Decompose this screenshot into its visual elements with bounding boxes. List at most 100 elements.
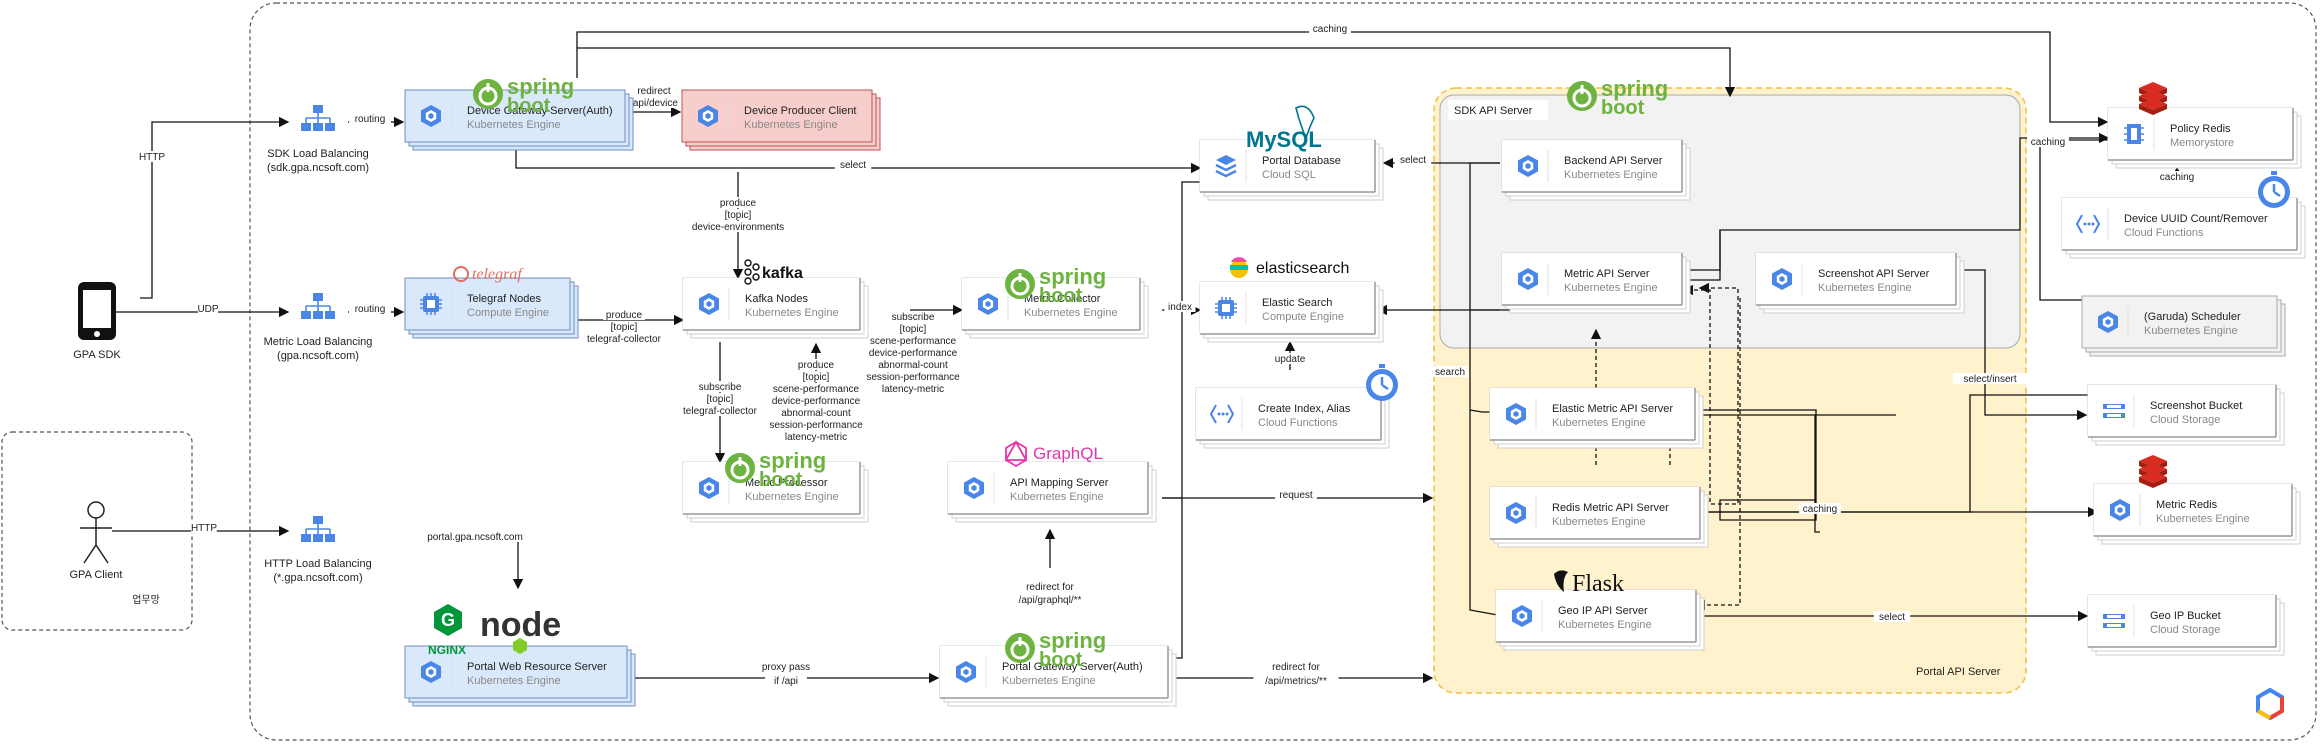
node-title: Telegraf Nodes (467, 293, 541, 305)
graphql-logo: GraphQL (1004, 440, 1103, 468)
edge-label: routing (355, 114, 386, 125)
edge-label: abnormal-count (878, 360, 948, 371)
svg-text:node: node (480, 606, 561, 644)
connector-38 (2039, 139, 2108, 301)
edge-label: select (1400, 155, 1426, 166)
node-subtitle: Kubernetes Engine (2156, 513, 2250, 525)
svg-text:spring: spring (759, 448, 826, 473)
node-subtitle: Kubernetes Engine (1564, 169, 1658, 181)
edge-label: redirect (637, 86, 671, 97)
edge-label: produce (720, 198, 757, 209)
node-subtitle: Memorystore (2170, 137, 2234, 149)
node-subtitle: Kubernetes Engine (744, 119, 838, 131)
connector-21 (1172, 498, 1183, 659)
connector-18 (1162, 181, 1200, 499)
edge-label: produce (606, 310, 643, 321)
nodejs-logo: node (480, 606, 561, 654)
edge-label: portal.gpa.ncsoft.com (427, 532, 523, 543)
user-icon (80, 501, 112, 564)
gpa-client-label: GPA Client (70, 569, 123, 581)
node-title: Create Index, Alias (1258, 403, 1351, 415)
edge-label: [topic] (611, 322, 638, 333)
edge-label: if /api (774, 676, 798, 687)
cloud-boundary (249, 2, 2317, 741)
connector-41 (1698, 282, 1739, 505)
edge-label: [topic] (707, 394, 734, 405)
node-subtitle: Cloud Storage (2150, 414, 2220, 426)
node-subtitle: Kubernetes Engine (1024, 307, 1118, 319)
scheduler-icon-uuid (2256, 169, 2292, 210)
node-title: Redis Metric API Server (1552, 502, 1669, 514)
mysql-logo: MySQL (1246, 105, 1322, 152)
edge-label: HTTP (191, 523, 217, 534)
svg-text:Flask: Flask (1572, 571, 1624, 597)
http-load-balancer-icon (300, 515, 336, 543)
sdk-lb-title: SDK Load Balancing (267, 148, 369, 160)
office-network-label: 업무망 (132, 593, 160, 606)
connector-42 (1694, 298, 1741, 611)
edge-label: latency-metric (882, 384, 944, 395)
edge-label: latency-metric (785, 432, 847, 443)
flask-logo: Flask (1554, 570, 1624, 597)
edge-label: [topic] (725, 210, 752, 221)
connector-0 (140, 116, 290, 299)
mem-icon (2123, 123, 2145, 145)
connector-25 (1469, 162, 1515, 619)
node-subtitle: Compute Engine (467, 307, 549, 319)
connector-28 (1469, 409, 1492, 413)
edge-label: /api/graphql/** (1019, 595, 1082, 606)
node-subtitle: Kubernetes Engine (1010, 491, 1104, 503)
node-subtitle: Kubernetes Engine (2144, 325, 2238, 337)
svg-text:telegraf: telegraf (472, 266, 524, 283)
edge-label: telegraf-collector (587, 334, 662, 345)
edge-label: redirect for (1272, 662, 1320, 673)
edge-labels: HTTPUDPHTTProutingroutingcachingredirect… (139, 23, 2198, 687)
edge-label: device-performance (869, 348, 958, 359)
node-subtitle: Kubernetes Engine (1002, 675, 1096, 687)
edge-label: caching (2031, 137, 2065, 148)
node-title: Device Gateway Server(Auth) (467, 105, 613, 117)
edge-label: /api/metrics/** (1265, 676, 1327, 687)
edge-label: subscribe (892, 312, 935, 323)
node-title: Screenshot API Server (1818, 268, 1930, 280)
svg-text:spring: spring (507, 74, 574, 99)
node-title: Elastic Metric API Server (1552, 403, 1673, 415)
node-title: Geo IP Bucket (2150, 610, 2221, 622)
edge-label: /api/device (630, 98, 678, 109)
svg-text:GraphQL: GraphQL (1033, 444, 1103, 463)
tech-logos: springbootspringbootspringbootspringboot… (428, 74, 2292, 671)
node-subtitle: Kubernetes Engine (1558, 619, 1652, 631)
node-title: Kafka Nodes (745, 293, 808, 305)
edge-label: device-environments (692, 222, 784, 233)
node-subtitle: Kubernetes Engine (1564, 282, 1658, 294)
node-subtitle: Kubernetes Engine (467, 119, 561, 131)
node-portal-gateway: Portal Gateway Server(Auth) Kubernetes En… (939, 645, 1177, 707)
node-title: Policy Redis (2170, 123, 2231, 135)
node-title: (Garuda) Scheduler (2144, 311, 2241, 323)
metric-lb-title: Metric Load Balancing (264, 336, 373, 348)
svg-text:kafka: kafka (762, 265, 803, 282)
node-title: Device Producer Client (744, 105, 857, 117)
edge-label: session-performance (866, 372, 960, 383)
svg-text:spring: spring (1039, 628, 1106, 653)
node-subtitle: Cloud Functions (2124, 227, 2204, 239)
node-subtitle: Kubernetes Engine (745, 307, 839, 319)
svg-text:boot: boot (1039, 285, 1083, 307)
telegraf-logo: telegraf (453, 266, 524, 283)
edge-label: produce (798, 360, 835, 371)
node-subtitle: Kubernetes Engine (467, 675, 561, 687)
node-title: Portal Gateway Server(Auth) (1002, 661, 1143, 673)
sdk-api-group-label: SDK API Server (1454, 105, 1533, 117)
edge-label: telegraf-collector (683, 406, 758, 417)
